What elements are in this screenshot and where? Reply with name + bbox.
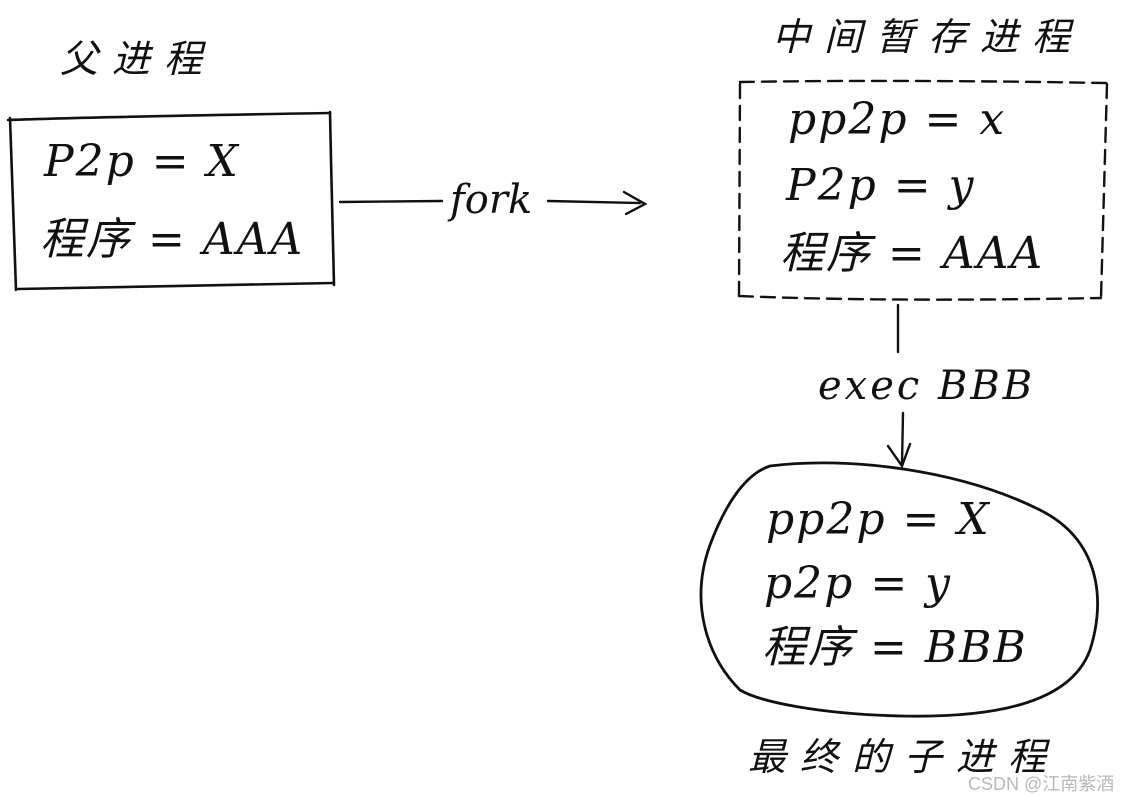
exec-label: exec BBB <box>818 363 1036 409</box>
parent-program-field: 程序 = AAA <box>40 214 305 265</box>
child-process-blob <box>699 461 1099 718</box>
fork-label: fork <box>450 177 533 223</box>
intermediate-process-box <box>737 79 1109 301</box>
intermediate-pp2p-field: pp2p = x <box>788 94 1007 145</box>
intermediate-p2p-field: P2p = y <box>786 160 976 211</box>
parent-process-box <box>6 110 336 292</box>
intermediate-process-title: 中间暂存进程 <box>772 15 1085 59</box>
child-p2p-field: p2p = y <box>764 558 953 609</box>
fork-arrow <box>338 190 648 216</box>
child-process-title: 最终的子进程 <box>748 735 1061 779</box>
child-program-field: 程序 = BBB <box>762 622 1028 673</box>
child-pp2p-field: pp2p = X <box>766 494 991 545</box>
parent-process-title: 父进程 <box>60 37 217 81</box>
parent-p2p-field: P2p = X <box>44 136 240 187</box>
exec-arrow <box>886 303 912 469</box>
intermediate-program-field: 程序 = AAA <box>780 228 1045 279</box>
watermark: CSDN @江南紫酒 <box>968 774 1115 794</box>
